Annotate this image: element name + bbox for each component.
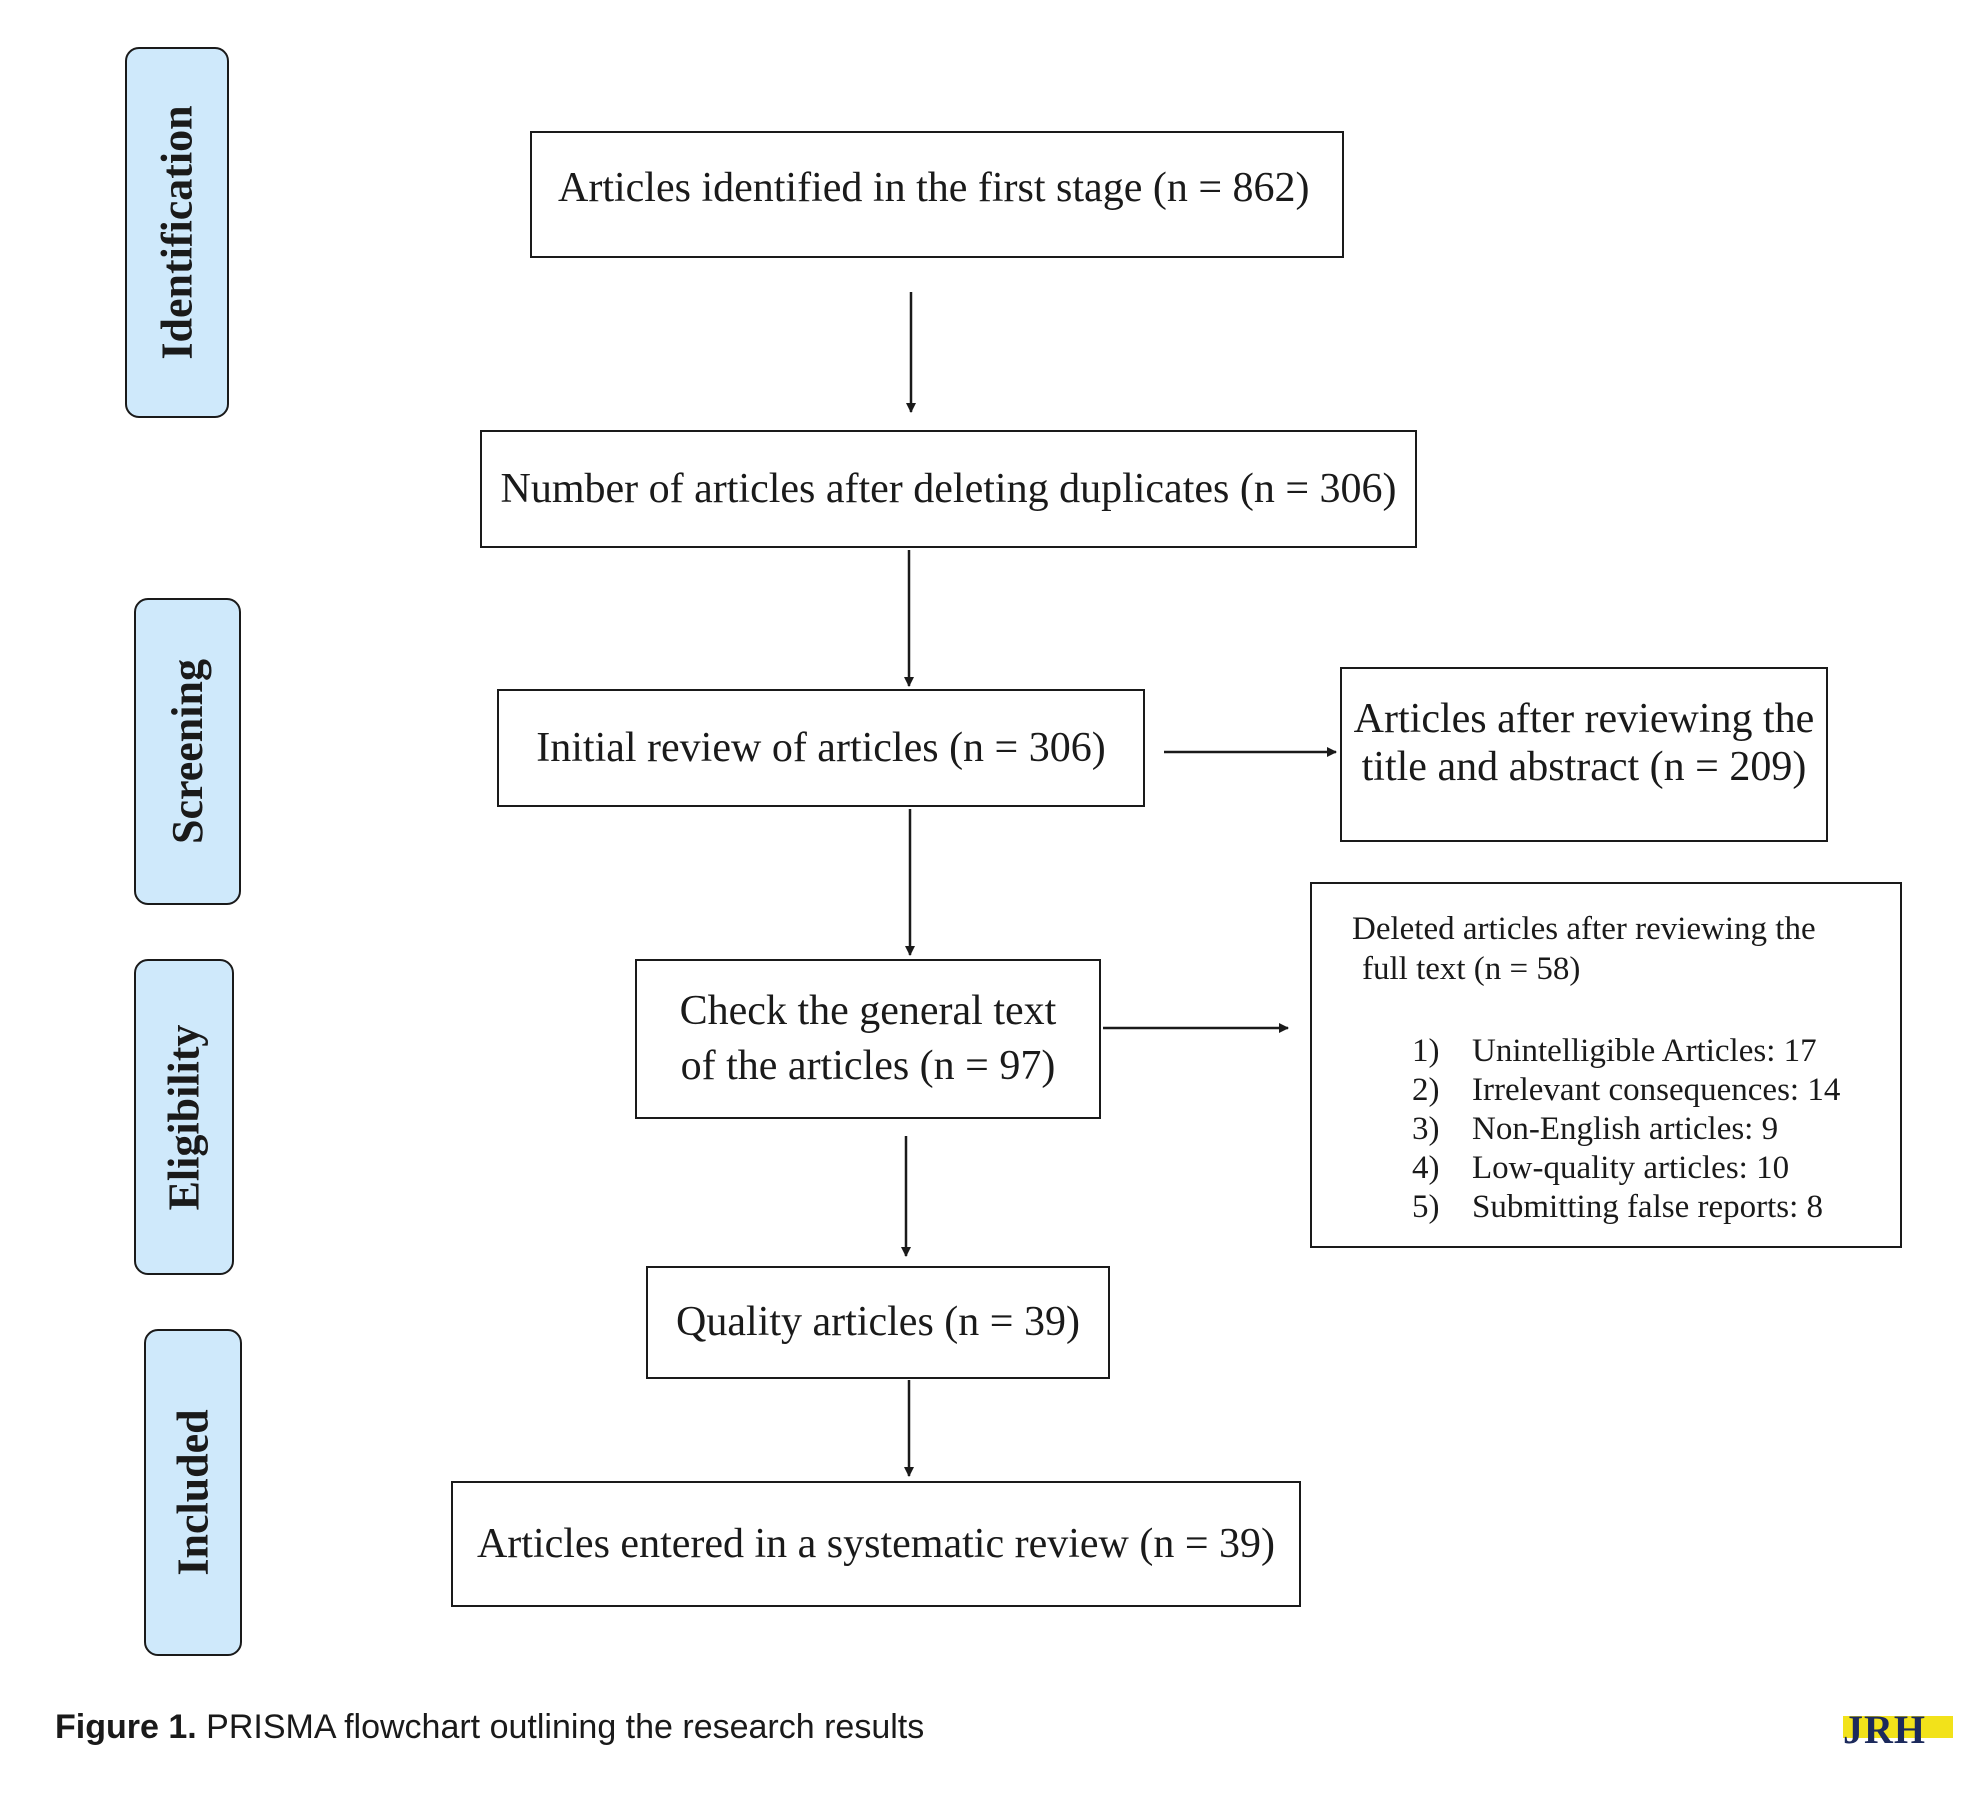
box-articles-identified: Articles identified in the first stage (… [530, 131, 1344, 258]
figure-caption-label: Figure 1. [55, 1708, 197, 1746]
list-item: 3)Non-English articles: 9 [1412, 1111, 1779, 1147]
list-item: 2)Irrelevant consequences: 14 [1412, 1072, 1841, 1108]
box-deleted-articles: Deleted articles after reviewing the ful… [1310, 882, 1902, 1248]
box-articles-entered: Articles entered in a systematic review … [451, 1481, 1301, 1607]
box-initial-review: Initial review of articles (n = 306) [497, 689, 1145, 807]
box-initial-review-text: Initial review of articles (n = 306) [536, 724, 1106, 771]
box-after-duplicates-text: Number of articles after deleting duplic… [500, 465, 1397, 512]
box-articles-entered-text: Articles entered in a systematic review … [476, 1520, 1276, 1567]
deleted-title-line1: Deleted articles after reviewing the [1352, 911, 1816, 947]
box-articles-identified-text: Articles identified in the first stage (… [558, 165, 1310, 211]
box-quality-articles: Quality articles (n = 39) [646, 1266, 1110, 1379]
box-quality-articles-text: Quality articles (n = 39) [676, 1299, 1080, 1346]
box-check-general-text: Check the general text of the articles (… [635, 959, 1101, 1119]
box-check-general-text-line2: of the articles (n = 97) [680, 1043, 1056, 1089]
box-title-abstract-line2: title and abstract (n = 209) [1361, 744, 1807, 791]
figure-caption-text: PRISMA flowchart outlining the research … [196, 1708, 925, 1746]
deleted-reasons-list: 1)Unintelligible Articles: 17 2)Irreleva… [1412, 1032, 1840, 1227]
deleted-title-line2: full text (n = 58) [1362, 950, 1581, 987]
jrh-logo: JRH [1843, 1708, 1953, 1752]
stage-screening: Screening [134, 598, 241, 905]
box-title-abstract: Articles after reviewing the title and a… [1340, 667, 1828, 842]
box-title-abstract-line1: Articles after reviewing the [1353, 696, 1815, 742]
stage-identification: Identification [125, 47, 229, 418]
box-check-general-text-line1: Check the general text [679, 988, 1057, 1035]
stage-eligibility: Eligibility [134, 959, 234, 1275]
deleted-title: Deleted articles after reviewing the ful… [1352, 910, 1872, 989]
list-item: 4)Low-quality articles: 10 [1412, 1150, 1790, 1186]
stage-included: Included [144, 1329, 242, 1656]
list-item: 1)Unintelligible Articles: 17 [1412, 1033, 1817, 1069]
figure-caption: Figure 1. PRISMA flowchart outlining the… [55, 1708, 924, 1747]
box-after-duplicates: Number of articles after deleting duplic… [480, 430, 1417, 548]
list-item: 5)Submitting false reports: 8 [1412, 1189, 1824, 1225]
